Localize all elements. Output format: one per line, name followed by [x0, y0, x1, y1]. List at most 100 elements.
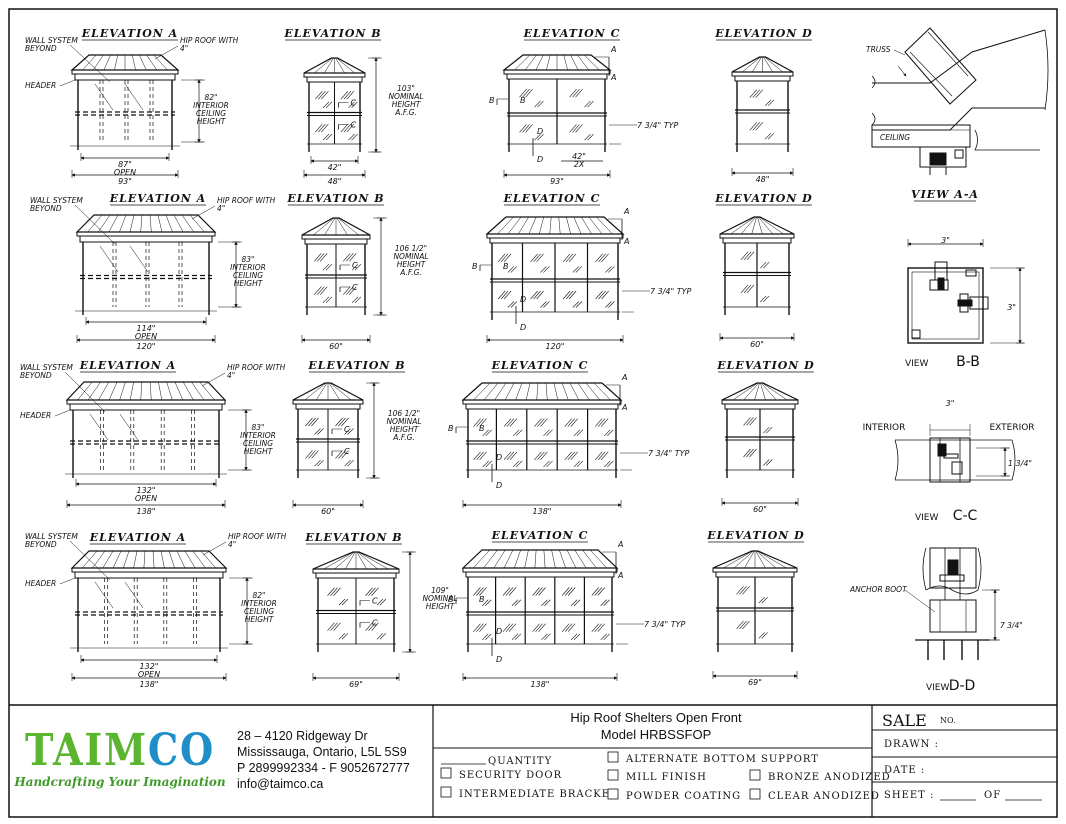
section-mark-b: B: [479, 424, 485, 433]
overall-width: 138": [531, 680, 550, 689]
elevation-title: ELEVATION C: [491, 529, 589, 542]
overall-width: 138": [140, 680, 159, 689]
section-mark-a: A: [617, 540, 623, 549]
elevation-d: ELEVATION D 69": [706, 529, 804, 687]
overall-width: 60": [321, 507, 335, 516]
view-height: 1 3/4": [1008, 459, 1032, 468]
view-label: VIEW: [915, 513, 938, 523]
option-checkbox[interactable]: [440, 767, 452, 779]
option-checkbox[interactable]: [440, 786, 452, 798]
view-height: 3": [1007, 303, 1016, 312]
drawing-title2: Model HRBSSFOP: [601, 727, 712, 742]
view-id: B-B: [956, 354, 980, 370]
section-mark-a: A: [621, 373, 627, 382]
elevation-title: ELEVATION A: [109, 192, 206, 205]
elevation-title: ELEVATION D: [706, 529, 804, 542]
elevation-title: ELEVATION B: [283, 27, 381, 40]
typ-dimension: 7 3/4" TYP: [637, 121, 679, 130]
elevation-d: ELEVATION D60": [716, 359, 814, 514]
view-id: C-C: [953, 508, 978, 524]
section-mark-c: C: [351, 121, 357, 130]
elevation-title: ELEVATION B: [286, 192, 384, 205]
company-address2: Mississauga, Ontario, L5L 5S9: [237, 745, 407, 759]
section-mark-d: D: [496, 627, 502, 636]
sale-no-label: NO.: [940, 716, 956, 725]
overall-width: 69": [748, 678, 762, 687]
section-mark-d: D: [520, 295, 526, 304]
exterior-label: EXTERIOR: [989, 423, 1034, 433]
view-width: 3": [946, 399, 955, 408]
overall-width: 60": [750, 340, 764, 349]
section-mark-d: D: [537, 155, 543, 164]
elevation-title: ELEVATION D: [714, 192, 812, 205]
option-checkbox[interactable]: [749, 788, 761, 800]
section-mark-d: D: [496, 453, 502, 462]
overall-width: 60": [753, 505, 767, 514]
section-mark-b: B: [448, 595, 454, 604]
open-width: 132"OPEN: [135, 486, 157, 503]
section-mark-c: C: [372, 619, 378, 628]
drawn-label: DRAWN :: [884, 739, 939, 750]
section-mark-d: D: [537, 127, 543, 136]
ceiling-label: CEILING: [880, 133, 910, 142]
overall-width: 138": [533, 507, 552, 516]
company-phone: P 2899992334 - F 9052672777: [237, 761, 410, 775]
elevation-title: ELEVATION D: [714, 27, 812, 40]
overall-width: 48": [328, 177, 342, 186]
elevation-title: ELEVATION A: [89, 531, 186, 544]
sheet-label: SHEET :: [884, 790, 934, 801]
option-checkbox[interactable]: [749, 769, 761, 781]
overall-width: 48": [756, 175, 770, 184]
date-label: DATE :: [884, 765, 925, 776]
section-mark-b: B: [520, 96, 526, 105]
sale-label: SALE: [882, 711, 927, 730]
section-mark-b: B: [489, 96, 495, 105]
option-checkbox[interactable]: [607, 769, 619, 781]
section-mark-c: C: [352, 283, 358, 292]
elevation-title: ELEVATION B: [307, 359, 405, 372]
option-label: POWDER COATING: [626, 791, 741, 802]
section-mark-a: A: [610, 45, 616, 54]
option-label: INTERMEDIATE BRACKET: [459, 789, 618, 800]
elevation-title: ELEVATION C: [503, 192, 601, 205]
section-mark-b: B: [472, 262, 478, 271]
elevation-d: ELEVATION D 48": [714, 27, 812, 184]
open-width: 132"OPEN: [138, 662, 160, 679]
overall-width: 69": [349, 680, 363, 689]
typ-dimension: 7 3/4" TYP: [648, 449, 690, 458]
section-mark-d: D: [496, 481, 502, 490]
open-width: 114"OPEN: [135, 324, 157, 341]
quantity-label: QUANTITY: [488, 756, 552, 767]
view-label: VIEW: [926, 683, 949, 693]
option-checkbox[interactable]: [607, 751, 619, 763]
view-id: D-D: [949, 678, 976, 694]
open-width: 87"OPEN: [114, 160, 136, 177]
section-mark-a: A: [617, 571, 623, 580]
option-checkbox[interactable]: [607, 788, 619, 800]
tagline: Handcrafting Your Imagination: [13, 775, 225, 789]
company-address1: 28 – 4120 Ridgeway Dr: [237, 729, 368, 743]
overall-width: 60": [329, 342, 343, 351]
